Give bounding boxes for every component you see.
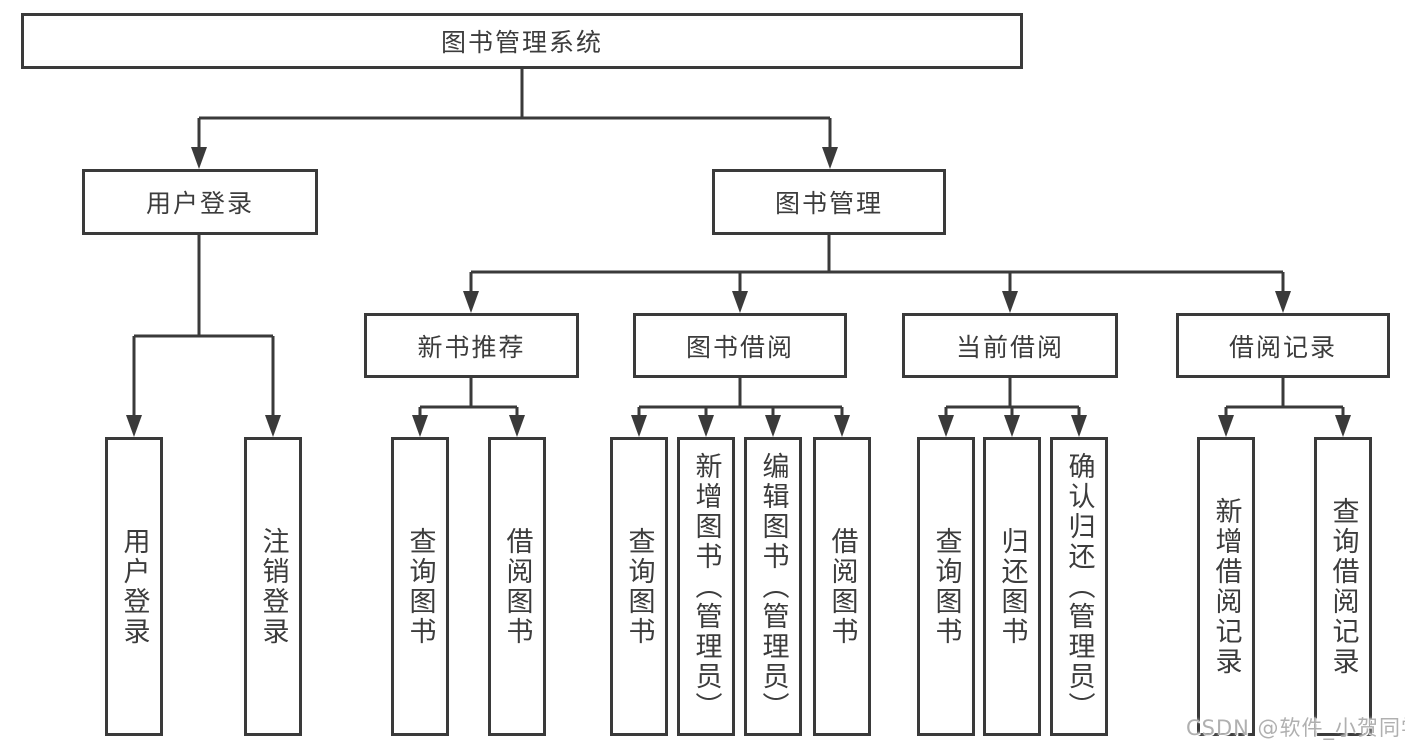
connector-current-borrow-to-leaves bbox=[938, 378, 1087, 437]
leaf-borrow-query-books: 查询图书 bbox=[610, 437, 668, 736]
node-current-borrow: 当前借阅 bbox=[902, 313, 1118, 378]
leaf-logout: 注销登录 bbox=[244, 437, 302, 736]
node-user-login: 用户登录 bbox=[82, 169, 318, 235]
connector-user-login-to-leaves bbox=[126, 235, 281, 437]
node-borrow-records: 借阅记录 bbox=[1176, 313, 1390, 378]
leaf-borrow-edit-books-admin: 编辑图书（管理员） bbox=[744, 437, 802, 736]
connector-book-borrow-to-leaves bbox=[631, 378, 850, 437]
leaf-current-return-books: 归还图书 bbox=[983, 437, 1041, 736]
connector-book-management-to-level3 bbox=[463, 235, 1291, 313]
leaf-borrow-add-books-admin: 新增图书（管理员） bbox=[677, 437, 735, 736]
node-book-borrow: 图书借阅 bbox=[633, 313, 847, 378]
leaf-current-confirm-return-admin: 确认归还（管理员） bbox=[1050, 437, 1108, 736]
leaf-borrow-borrow-books: 借阅图书 bbox=[813, 437, 871, 736]
leaf-records-add-record: 新增借阅记录 bbox=[1197, 437, 1255, 736]
leaf-recommend-borrow-books: 借阅图书 bbox=[488, 437, 546, 736]
connector-borrow-records-to-leaves bbox=[1218, 378, 1351, 437]
leaf-user-login: 用户登录 bbox=[105, 437, 163, 736]
leaf-recommend-query-books: 查询图书 bbox=[391, 437, 449, 736]
csdn-watermark: CSDN @软件_小贺同学 bbox=[1186, 716, 1405, 740]
node-book-management: 图书管理 bbox=[712, 169, 946, 235]
node-new-book-recommend: 新书推荐 bbox=[364, 313, 579, 378]
node-library-system: 图书管理系统 bbox=[21, 13, 1023, 69]
connector-new-book-recommend-to-leaves bbox=[412, 378, 525, 437]
leaf-current-query-books: 查询图书 bbox=[917, 437, 975, 736]
connector-root-to-level2 bbox=[191, 69, 838, 169]
leaf-records-query-record: 查询借阅记录 bbox=[1314, 437, 1372, 736]
